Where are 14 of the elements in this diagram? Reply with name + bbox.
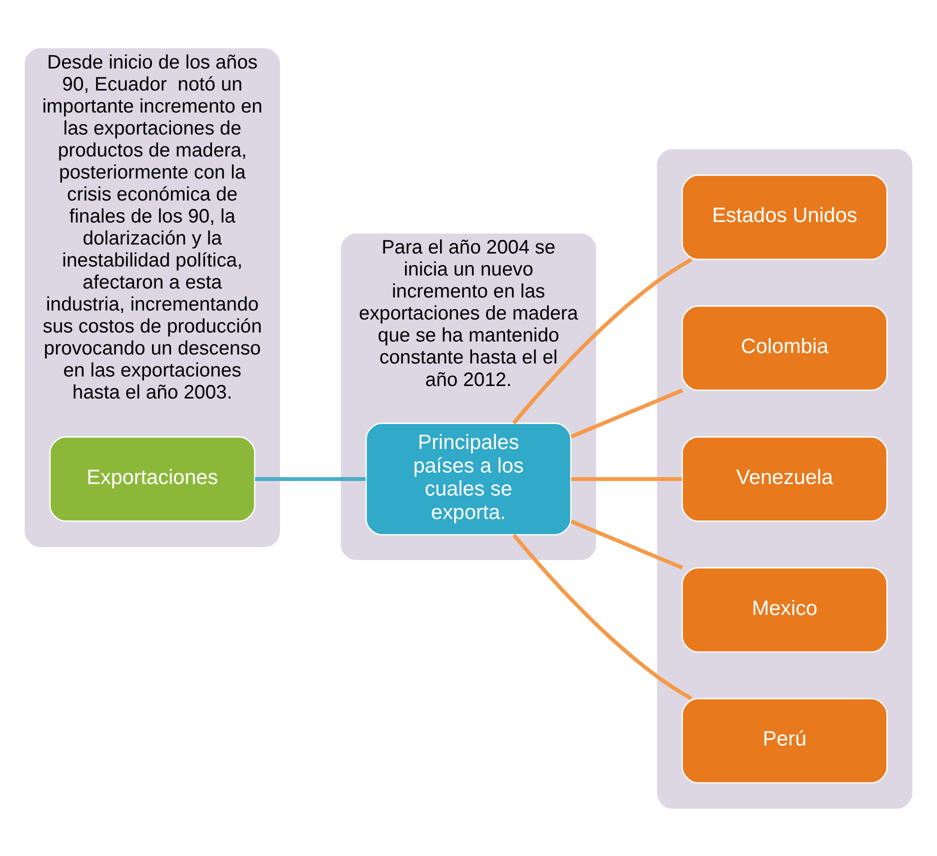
connector <box>255 476 366 480</box>
connector <box>571 476 682 480</box>
connector <box>512 533 692 700</box>
connector <box>512 257 692 424</box>
connector <box>570 388 684 438</box>
node-box: Venezuela <box>682 436 888 522</box>
node-box: Colombia <box>682 304 888 390</box>
node-box: Mexico <box>682 566 888 652</box>
node-box: Estados Unidos <box>682 174 888 260</box>
node-box: Perú <box>682 698 888 784</box>
connector <box>570 519 684 570</box>
cluster <box>656 147 914 810</box>
node-box: Exportaciones <box>49 436 256 522</box>
node-box: Principales países a los cuales se exporta. <box>365 422 572 535</box>
